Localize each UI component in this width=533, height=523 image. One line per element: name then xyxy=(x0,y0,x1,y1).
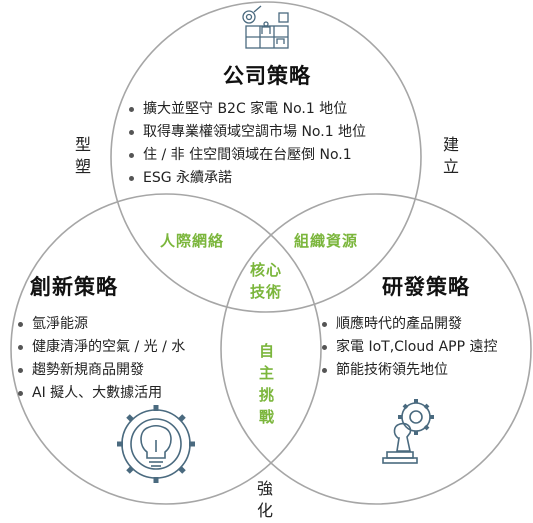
relation-label-shape: 型塑 xyxy=(74,135,91,176)
strategy-board-icon xyxy=(242,5,289,49)
core-technology-label: 核心技術 xyxy=(249,261,282,301)
relation-label-build: 建立 xyxy=(442,135,459,176)
company-circle xyxy=(110,1,422,313)
company-strategy-list: 擴大並堅守 B2C 家電 No.1 地位 取得專業權領域空調市場 No.1 地位… xyxy=(127,98,366,190)
relation-label-strengthen: 強化 xyxy=(256,479,273,520)
overlap-label-challenge: 自主挑戰 xyxy=(258,342,275,426)
list-item: 健康清淨的空氣 / 光 / 水 xyxy=(16,336,185,359)
rd-strategy-title: 研發策略 xyxy=(382,275,470,299)
chess-gear-icon xyxy=(382,399,434,464)
lightbulb-gear-icon xyxy=(117,405,195,483)
innovation-circle xyxy=(10,193,322,505)
list-item: 趨勢新規商品開發 xyxy=(16,359,185,382)
innovation-strategy-title: 創新策略 xyxy=(30,275,118,299)
innovation-strategy-list: 氫淨能源 健康清淨的空氣 / 光 / 水 趨勢新規商品開發 AI 擬人、大數據活… xyxy=(16,313,185,405)
list-item: 氫淨能源 xyxy=(16,313,185,336)
list-item: 住 / 非 住空間領域在台壓倒 No.1 xyxy=(127,144,366,167)
rd-strategy-list: 順應時代的產品開發 家電 IoT,Cloud APP 遠控 節能技術領先地位 xyxy=(320,313,498,382)
list-item: ESG 永續承諾 xyxy=(127,167,366,190)
list-item: 順應時代的產品開發 xyxy=(320,313,498,336)
list-item: 家電 IoT,Cloud APP 遠控 xyxy=(320,336,498,359)
rd-circle xyxy=(220,193,532,505)
list-item: 擴大並堅守 B2C 家電 No.1 地位 xyxy=(127,98,366,121)
overlap-label-resources: 組織資源 xyxy=(294,232,359,250)
list-item: 節能技術領先地位 xyxy=(320,359,498,382)
company-strategy-title: 公司策略 xyxy=(223,64,311,88)
list-item: 取得專業權領域空調市場 No.1 地位 xyxy=(127,121,366,144)
overlap-label-network: 人際網絡 xyxy=(160,232,225,250)
list-item: AI 擬人、大數據活用 xyxy=(16,382,185,405)
